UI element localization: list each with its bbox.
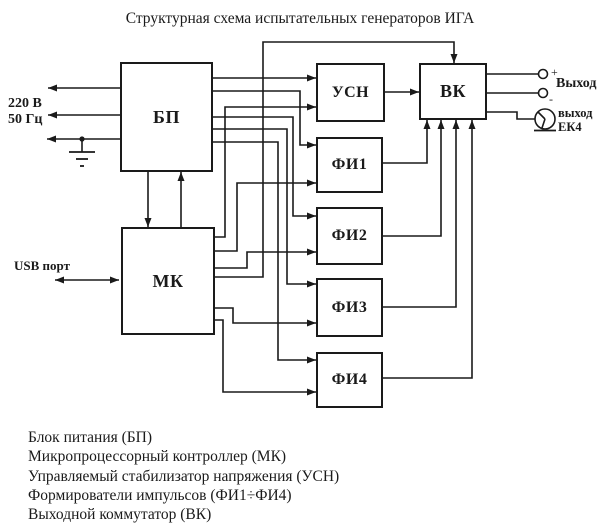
wire-fi4-to-vk	[383, 120, 476, 379]
block-vk: ВК	[419, 63, 487, 120]
lamp-ek4-hand-1	[537, 111, 546, 120]
legend-item-bp: Блок питания (БП)	[28, 429, 153, 446]
terminal-plus-label: +	[551, 65, 558, 79]
terminal-plus-icon	[537, 68, 549, 80]
wire-bp-to-fi3	[213, 128, 316, 288]
block-usn: УСН	[316, 63, 385, 122]
block-fi4-label: ФИ4	[331, 371, 368, 388]
wire-vk-output-lamp	[487, 111, 535, 120]
legend-item-fi: Формирователи импульсов (ФИ1÷ФИ4)	[28, 486, 292, 504]
wire-bp-to-fi2	[213, 116, 316, 220]
legend: Блок питания (БП) Микропроцессорный конт…	[28, 428, 339, 524]
mains-frequency-label: 50 Гц	[8, 112, 43, 127]
wire-fi2-to-vk	[383, 120, 445, 237]
wire-bp-to-fi4	[213, 141, 316, 364]
diagram-title: Структурная схема испытательных генерато…	[125, 10, 475, 27]
block-usn-label: УСН	[331, 83, 370, 101]
lamp-output-label: выход	[558, 106, 593, 120]
block-bp: БП	[120, 62, 213, 172]
legend-item-vk: Выходной коммутатор (ВК)	[28, 506, 212, 524]
wire-mk-to-vk	[215, 41, 458, 278]
lamp-ek4-hand-2	[541, 118, 546, 129]
block-fi2: ФИ2	[316, 207, 383, 265]
legend-item-mk: Микропроцессорный контроллер (МК)	[28, 448, 287, 466]
wire-mk-to-fi2	[215, 248, 316, 269]
terminal-minus-label: -	[549, 92, 553, 106]
block-vk-label: ВК	[439, 81, 467, 101]
wire-bp-to-fi1	[213, 90, 316, 149]
block-bp-label: БП	[153, 106, 180, 127]
legend-item-usn: Управляемый стабилизатор напряжения (УСН…	[28, 467, 340, 485]
junction-dot	[79, 136, 85, 142]
block-mk-label: МК	[152, 270, 184, 291]
output-label: Выход	[556, 76, 597, 91]
wire-mk-to-usn	[215, 103, 316, 238]
wire-fi3-to-vk	[383, 120, 460, 308]
lamp-name-label: ЕК4	[558, 120, 582, 134]
wire-fi1-to-vk	[383, 120, 431, 164]
mains-voltage-label: 220 В	[8, 96, 42, 111]
block-fi2-label: ФИ2	[331, 227, 368, 244]
block-fi1-label: ФИ1	[331, 156, 368, 173]
block-mk: МК	[121, 227, 215, 335]
block-fi3-label: ФИ3	[331, 298, 368, 316]
block-fi4: ФИ4	[316, 352, 383, 408]
wire-mk-to-fi4	[215, 319, 316, 396]
terminal-minus-icon	[537, 87, 549, 99]
block-fi1: ФИ1	[316, 137, 383, 193]
wire-mk-to-fi3	[215, 307, 316, 327]
usb-port-label: USB порт	[14, 258, 70, 273]
wire-mk-to-fi1	[215, 179, 316, 252]
block-fi3: ФИ3	[316, 278, 383, 337]
